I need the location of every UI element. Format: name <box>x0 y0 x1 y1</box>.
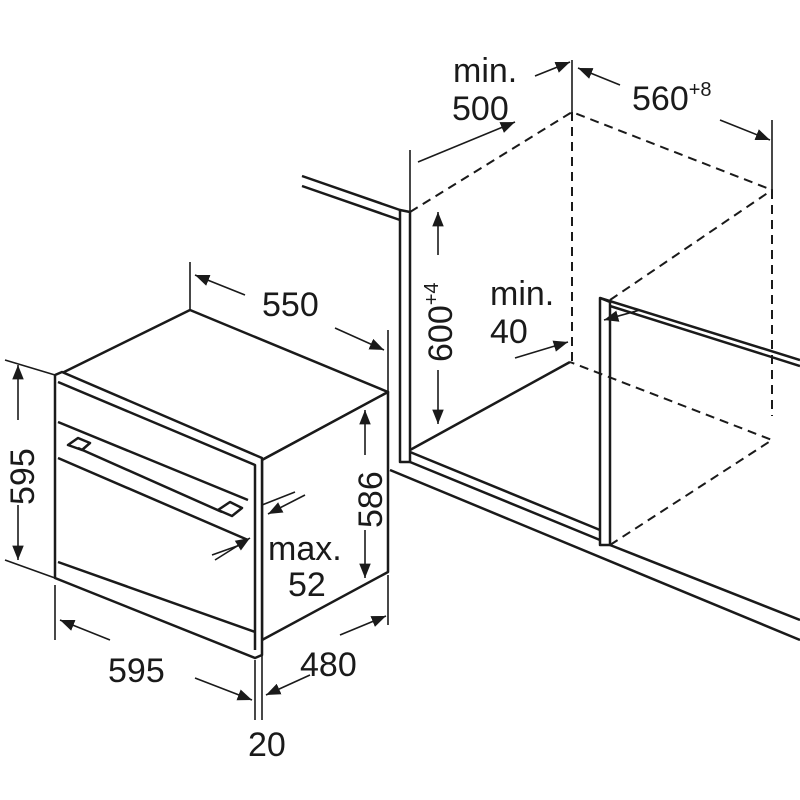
label-niche-depth: 500 <box>452 90 509 128</box>
label-front-thickness: 20 <box>248 726 286 764</box>
worktop-left <box>301 174 401 222</box>
label-niche-depth-prefix: min. <box>453 52 517 90</box>
label-oven-height: 595 <box>4 448 42 505</box>
oven-handle-right <box>216 500 244 518</box>
oven-handle-left <box>66 436 92 452</box>
label-oven-width: 595 <box>108 652 165 690</box>
label-niche-width: 560+8 <box>632 79 712 118</box>
worktop-right <box>599 296 800 368</box>
label-oven-body-depth: 480 <box>300 646 357 684</box>
label-handle-prefix: max. <box>268 530 342 568</box>
oven-front-details <box>57 380 257 650</box>
label-handle-depth: 52 <box>288 566 326 604</box>
dim-depth-arrow <box>417 121 516 163</box>
dim-width-arrow <box>577 67 621 86</box>
cabinet-niche <box>301 60 800 642</box>
label-oven-body-height: 586 <box>352 471 390 528</box>
niche-hidden-edges <box>409 110 775 546</box>
oven <box>53 308 390 660</box>
label-niche-height: 600+4 <box>421 282 460 362</box>
label-gap-prefix: min. <box>490 275 554 313</box>
label-oven-depth-top: 550 <box>262 286 319 324</box>
cabinet-left-panel <box>398 208 412 464</box>
dim-gap-arrow <box>514 340 569 359</box>
label-gap: 40 <box>490 313 528 351</box>
cabinet-right-panel <box>598 296 612 547</box>
niche-floor <box>389 360 800 642</box>
oven-dimensions <box>4 262 389 720</box>
extension-lines <box>409 60 773 212</box>
